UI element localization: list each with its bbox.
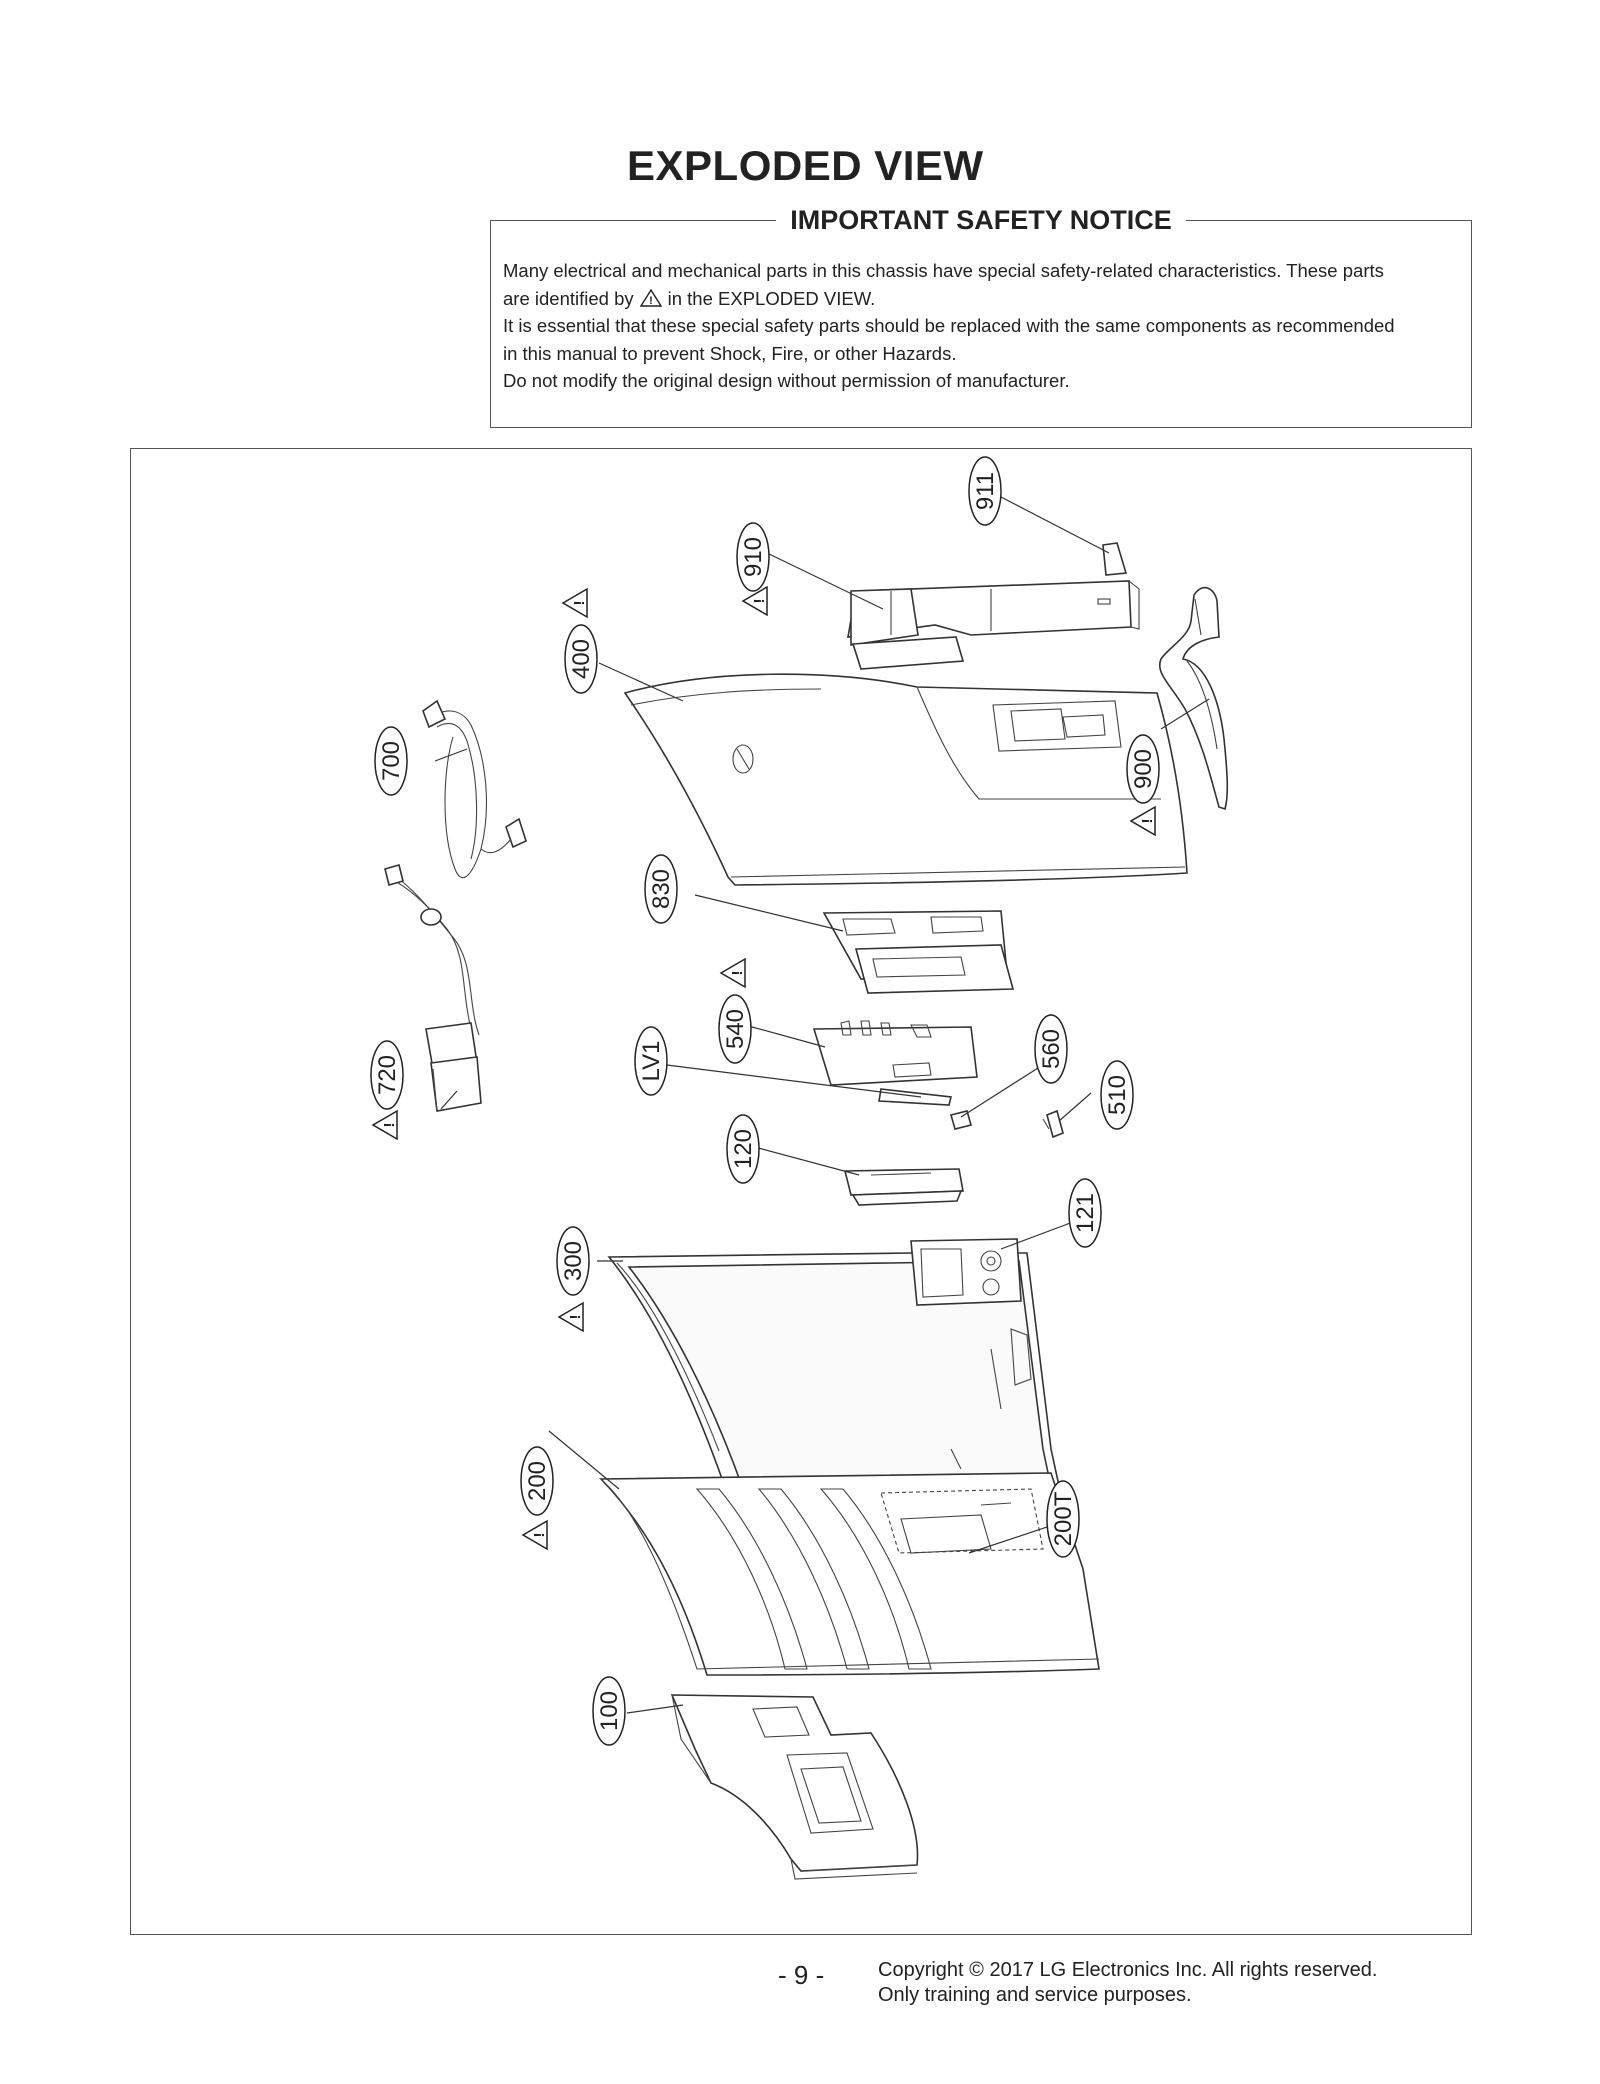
speaker-module-part-121 [910, 1238, 1022, 1306]
svg-text:LV1: LV1 [638, 1041, 665, 1082]
notice-line-2: are identified by! in the EXPLODED VIEW. [503, 285, 1458, 313]
leader-lines [434, 496, 1210, 1714]
copyright-line-1: Copyright © 2017 LG Electronics Inc. All… [878, 1959, 1378, 1981]
page-number: - 9 - [778, 1960, 825, 1990]
notice-line-5: Do not modify the original design withou… [503, 370, 1070, 391]
callout-830: 830 [644, 854, 678, 924]
panel-frame-part-300 [607, 1252, 1062, 1501]
warning-triangle-icon: ! [639, 288, 662, 307]
svg-text:900: 900 [1130, 749, 1157, 789]
warning-triangle-icon [522, 1520, 549, 1550]
svg-text:510: 510 [1104, 1075, 1131, 1115]
lvds-cable-part-LV1 [878, 1088, 952, 1106]
exploded-view-drawing: ! [370, 456, 1229, 1880]
notice-line-2-after: in the EXPLODED VIEW. [667, 287, 876, 309]
stand-cap-part-911 [1102, 542, 1128, 576]
svg-text:121: 121 [1072, 1193, 1099, 1233]
notice-line-3: It is essential that these special safet… [503, 315, 1395, 336]
power-adapter-part-720 [384, 864, 482, 1112]
callout-LV1: LV1 [634, 1026, 668, 1096]
svg-text:300: 300 [560, 1241, 587, 1281]
copyright-notice: Copyright © 2017 LG Electronics Inc. All… [878, 1958, 1377, 2008]
svg-text:100: 100 [596, 1691, 623, 1731]
back-cover-part-400 [623, 673, 1188, 886]
callout-510: 510 [1100, 1060, 1134, 1130]
part-120 [843, 1168, 964, 1206]
back-chassis-part-200 [599, 1472, 1100, 1676]
svg-text:911: 911 [972, 472, 999, 510]
callout-911: 911 [968, 456, 1002, 526]
svg-text:830: 830 [648, 869, 675, 909]
warning-triangle-icon [372, 1110, 399, 1140]
notice-line-4: in this manual to prevent Shock, Fire, o… [503, 342, 957, 364]
warning-triangle-icon [562, 588, 589, 618]
safety-notice-box: IMPORTANT SAFETY NOTICE Many electrical … [490, 205, 1472, 428]
callout-200: 200 [520, 1446, 554, 1516]
safety-notice-body: Many electrical and mechanical parts in … [503, 257, 1458, 395]
notice-line-2-before: are identified by [503, 287, 634, 309]
callout-700: 700 [374, 726, 408, 796]
page-title: EXPLODED VIEW [627, 142, 984, 189]
callout-560: 560 [1034, 1014, 1068, 1084]
stand-arm-part-910 [847, 580, 1140, 670]
callout-200T: 200T [1046, 1480, 1080, 1558]
stand-base-part-100 [670, 1694, 919, 1880]
svg-text:560: 560 [1038, 1029, 1065, 1069]
warning-triangle-icon [720, 958, 747, 988]
notice-line-1: Many electrical and mechanical parts in … [503, 260, 1384, 281]
svg-text:910: 910 [740, 537, 767, 577]
power-cord-part-700 [422, 699, 527, 879]
svg-text:!: ! [649, 295, 653, 307]
callout-720: 720 [370, 1040, 404, 1110]
stand-neck-part-900 [1158, 586, 1229, 811]
callout-121: 121 [1068, 1178, 1102, 1248]
part-510 [1042, 1109, 1064, 1139]
svg-text:120: 120 [730, 1129, 757, 1169]
callout-900: 900 [1126, 734, 1160, 804]
svg-text:200T: 200T [1050, 1491, 1077, 1546]
safety-notice-title: IMPORTANT SAFETY NOTICE [776, 205, 1186, 235]
board-part-540 [812, 1020, 978, 1086]
svg-text:700: 700 [378, 741, 405, 781]
callout-100: 100 [592, 1676, 626, 1746]
main-board-part-830 [822, 910, 1015, 994]
svg-text:400: 400 [568, 639, 595, 679]
callout-300: 300 [556, 1226, 590, 1296]
callout-400: 400 [564, 624, 598, 694]
safety-notice-heading: IMPORTANT SAFETY NOTICE [491, 205, 1471, 236]
callout-540: 540 [718, 994, 752, 1064]
callout-910: 910 [736, 522, 770, 592]
svg-text:720: 720 [374, 1055, 401, 1095]
svg-text:200: 200 [524, 1461, 551, 1501]
copyright-line-2: Only training and service purposes. [878, 1984, 1192, 2006]
svg-text:540: 540 [722, 1009, 749, 1049]
warning-triangle-icon [558, 1302, 585, 1332]
part-560 [950, 1110, 972, 1130]
exploded-view-diagram: ! [130, 448, 1472, 1935]
callout-120: 120 [726, 1114, 760, 1184]
